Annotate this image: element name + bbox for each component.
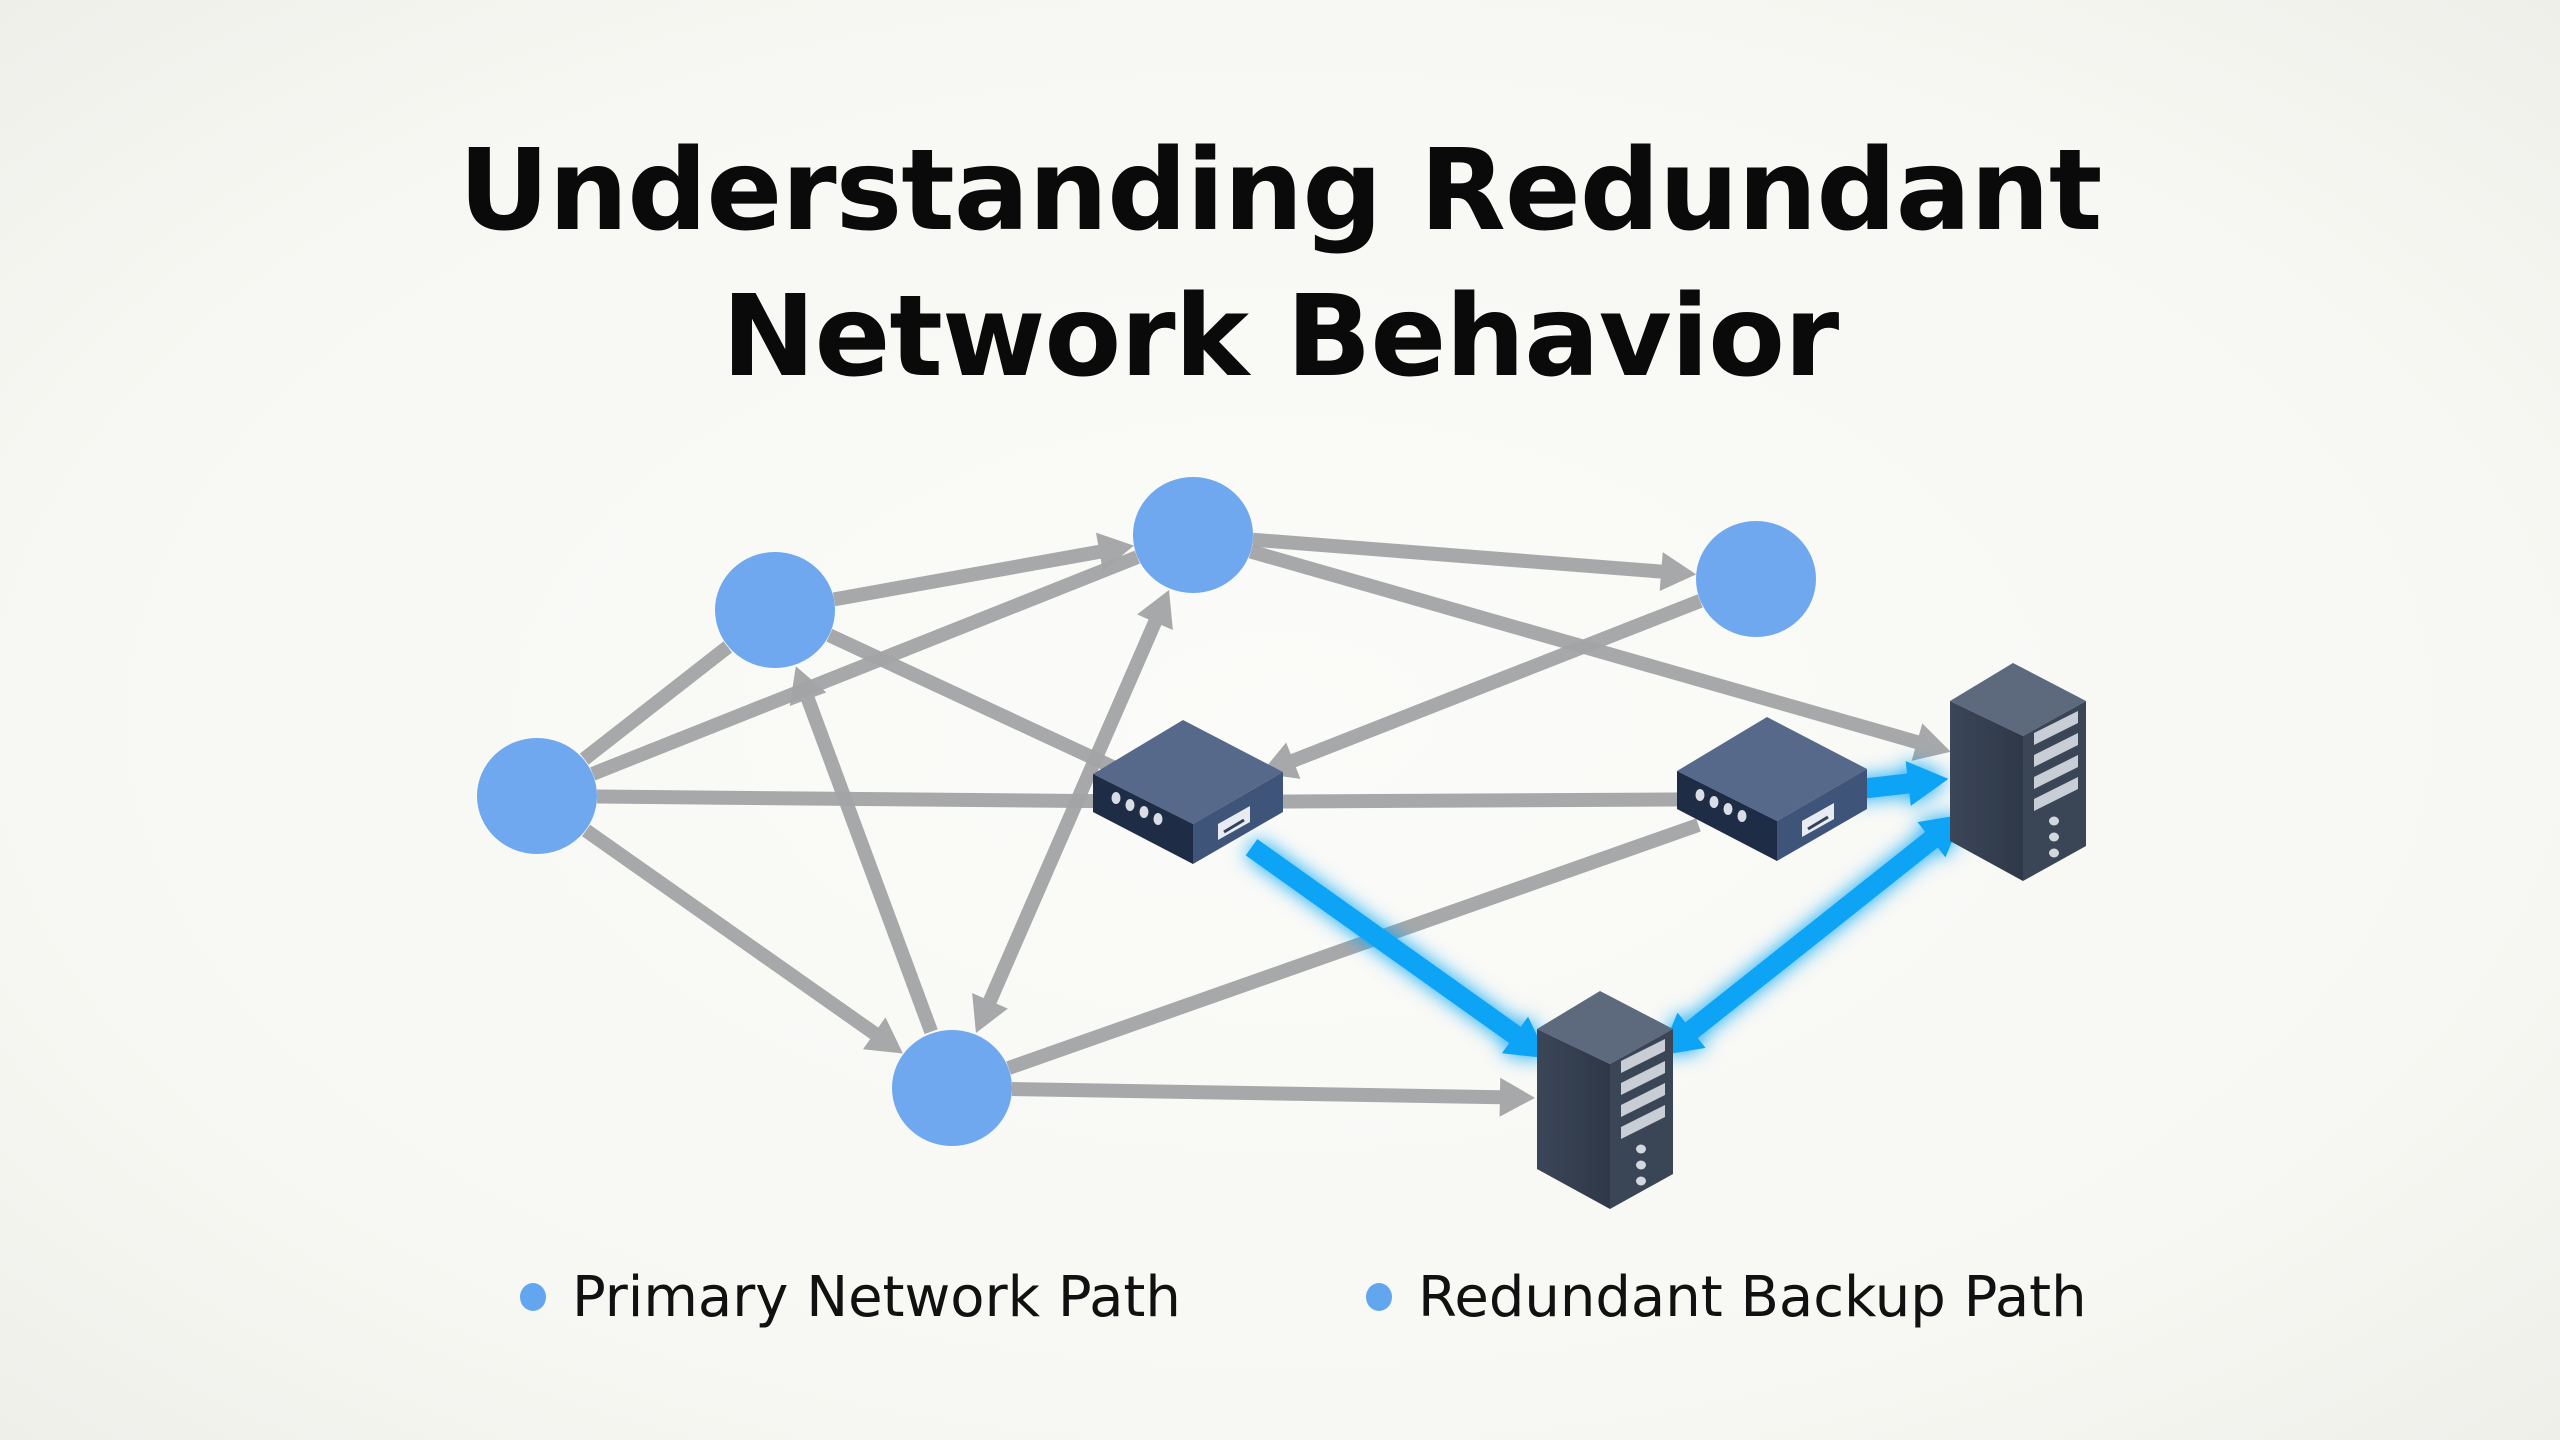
legend-dot-icon xyxy=(520,1283,546,1311)
arrowhead-icon xyxy=(972,993,1008,1033)
primary-path-edge xyxy=(579,641,733,765)
node-bottom-circle xyxy=(892,1030,1012,1146)
node-upper-left-circle xyxy=(715,552,835,668)
legend-label-backup: Redundant Backup Path xyxy=(1418,1264,2087,1330)
page-title: Understanding Redundant Network Behavior xyxy=(0,118,2560,410)
router-1-router-icon xyxy=(1093,720,1283,864)
edge-line xyxy=(798,688,938,1035)
edge-line xyxy=(832,543,1110,607)
legend-item-backup: Redundant Backup Path xyxy=(1366,1262,2087,1332)
arrowhead-icon xyxy=(1911,723,1951,761)
primary-path-edge xyxy=(832,532,1134,607)
edges-layer xyxy=(579,532,1964,1117)
title-line-1: Understanding Redundant xyxy=(458,126,2103,256)
node-top-right-circle xyxy=(1696,521,1816,637)
router-2-router-icon xyxy=(1677,717,1867,861)
title-line-2: Network Behavior xyxy=(721,272,1840,402)
primary-path-edge xyxy=(1011,1077,1536,1117)
edge-line xyxy=(1245,839,1530,1050)
arrowhead-icon xyxy=(1137,590,1173,630)
nodes-layer xyxy=(477,477,2086,1209)
arrowhead-icon xyxy=(789,666,827,706)
primary-path-edge xyxy=(789,666,938,1035)
server-bottom-server-icon xyxy=(1537,991,1673,1209)
edge-line xyxy=(579,641,733,765)
edge-line xyxy=(1011,1082,1510,1105)
edge-line xyxy=(582,824,886,1045)
primary-path-edge xyxy=(590,550,1140,781)
primary-path-edge xyxy=(1252,532,1697,592)
primary-path-edge xyxy=(1260,594,1703,779)
arrowhead-icon xyxy=(1095,532,1134,571)
legend-item-primary: Primary Network Path xyxy=(520,1262,1181,1332)
edge-line xyxy=(1282,594,1703,771)
edge-line xyxy=(590,550,1140,781)
node-top-circle xyxy=(1133,477,1253,593)
primary-path-edge xyxy=(596,789,1111,809)
edge-line xyxy=(1252,532,1671,580)
edge-line xyxy=(826,628,1121,776)
primary-path-edge xyxy=(582,824,903,1054)
backup-path-edge xyxy=(1659,814,1964,1056)
arrowhead-icon xyxy=(1905,761,1949,806)
edge-line xyxy=(596,789,1111,809)
primary-path-edge xyxy=(826,628,1121,776)
backup-path-edge xyxy=(1245,839,1548,1059)
edge-line xyxy=(979,611,1166,1012)
arrowhead-icon xyxy=(1501,1016,1548,1059)
primary-path-edge xyxy=(1006,818,1701,1075)
arrowhead-icon xyxy=(1499,1077,1536,1117)
legend-dot-icon xyxy=(1366,1283,1392,1311)
primary-path-edge xyxy=(1265,792,1695,809)
primary-path-edge xyxy=(972,590,1173,1033)
server-right-server-icon xyxy=(1950,663,2086,881)
edge-line xyxy=(1265,792,1695,809)
legend-label-primary: Primary Network Path xyxy=(572,1264,1181,1330)
arrowhead-icon xyxy=(1659,552,1697,592)
node-left-circle xyxy=(477,738,597,854)
arrowhead-icon xyxy=(863,1017,903,1054)
edge-line xyxy=(1677,825,1946,1045)
edge-line xyxy=(1006,818,1701,1075)
